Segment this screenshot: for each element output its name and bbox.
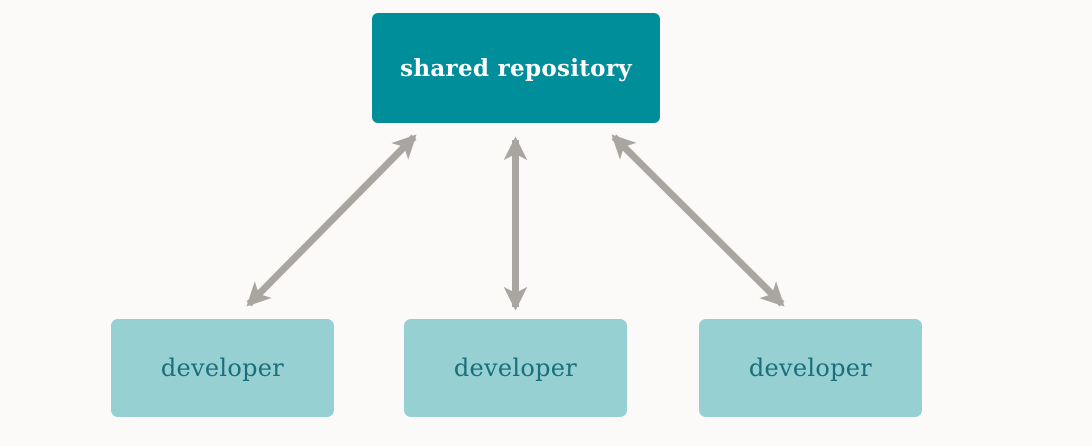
- shared-repository-label: shared repository: [400, 54, 632, 82]
- developer-node-left: developer: [111, 319, 334, 417]
- developer-node-middle: developer: [404, 319, 627, 417]
- developer-node-right: developer: [699, 319, 922, 417]
- arrow-repo-to-developer-right: [611, 134, 785, 307]
- developer-label: developer: [160, 354, 285, 382]
- arrow-repo-to-developer-left: [246, 134, 417, 307]
- developer-label: developer: [453, 354, 578, 382]
- developer-label: developer: [748, 354, 873, 382]
- shared-repository-node: shared repository: [372, 13, 660, 123]
